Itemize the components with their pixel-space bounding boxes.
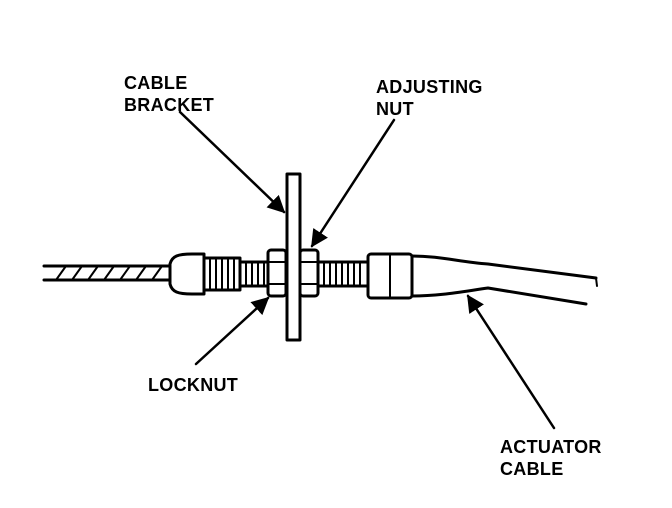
cable-end-ferrule [168,252,206,296]
locknut-label: LOCKNUT [148,375,239,395]
left-threaded-sleeve [202,256,270,292]
inner-wire [42,264,172,282]
actuator-cable-housing [410,254,598,306]
adjusting-nut-leader [310,118,396,248]
housing-fitting [366,252,414,300]
cable-bracket-label: CABLE BRACKET [124,73,215,115]
locknut [266,248,288,298]
locknut-leader [194,296,270,366]
right-threaded-sleeve [316,260,370,288]
actuator-cable-leader [466,294,556,430]
actuator-cable-label: ACTUATOR CABLE [500,437,602,479]
adjusting-nut [298,248,320,298]
adjusting-nut-label: ADJUSTING NUT [376,77,483,119]
cable-bracket-plate [285,172,302,342]
cable-bracket-leader [178,110,286,214]
